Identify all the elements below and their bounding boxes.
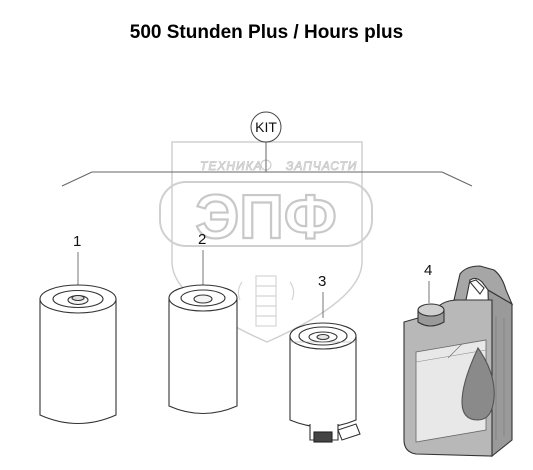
kit-label: KIT: [255, 119, 277, 135]
watermark: ТЕХНИКА ЗАПЧАСТИ ЭПФ: [159, 141, 373, 343]
part-2-label: 2: [198, 231, 206, 248]
part-4: 4: [403, 262, 514, 458]
watermark-text-left: ТЕХНИКА: [200, 159, 263, 173]
part-1-label: 1: [73, 233, 81, 250]
watermark-big-text: ЭПФ: [195, 183, 337, 252]
fuel-filter-icon: [289, 322, 361, 443]
page-title: 500 Stunden Plus / Hours plus: [129, 22, 404, 43]
part-3: 3: [289, 273, 361, 443]
watermark-text-right: ЗАПЧАСТИ: [286, 159, 357, 173]
part-4-label: 4: [424, 262, 432, 279]
part-2: 2: [168, 231, 238, 414]
kit-bracket: [61, 142, 473, 187]
part-1: 1: [39, 233, 117, 424]
filter-cartridge-icon: [168, 284, 238, 414]
part-3-label: 3: [318, 273, 326, 290]
kit-badge: KIT: [250, 111, 282, 143]
filter-cartridge-icon: [39, 284, 117, 424]
oil-canister-icon: [403, 265, 514, 458]
